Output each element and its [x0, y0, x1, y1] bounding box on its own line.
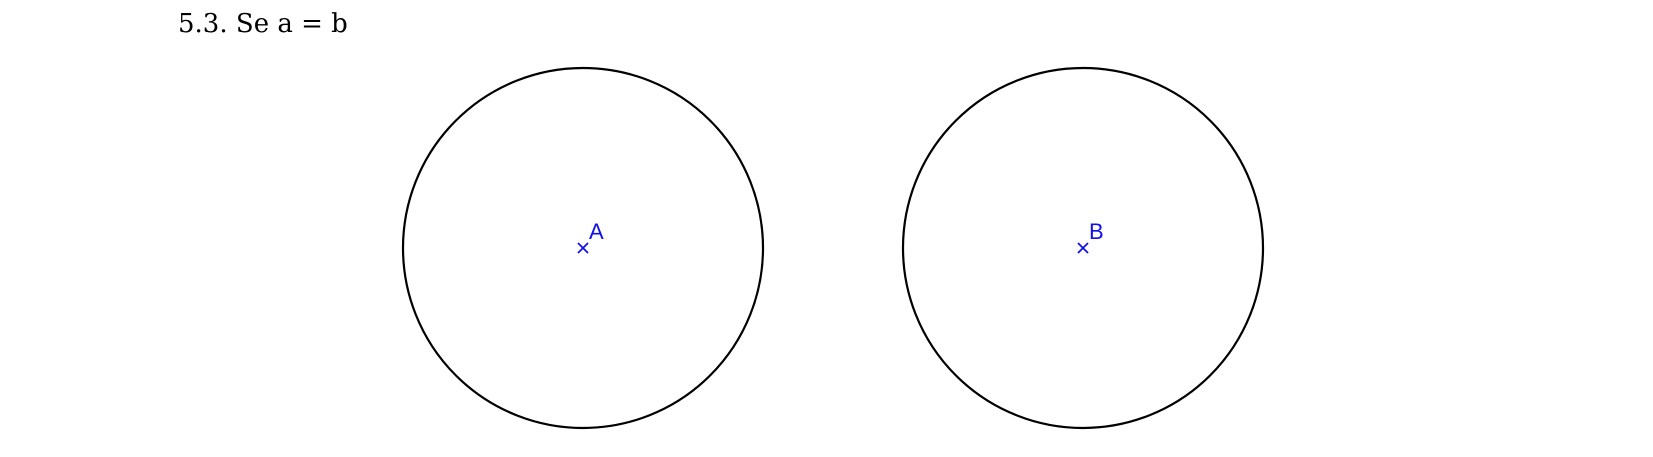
point-b-marker [1077, 242, 1089, 254]
point-a-marker [577, 242, 589, 254]
point-a-label: A [589, 219, 604, 244]
section-heading: 5.3. Se a = b [178, 9, 348, 39]
point-b-label: B [1089, 219, 1104, 244]
circle-a [401, 66, 765, 430]
circle-b [901, 66, 1265, 430]
